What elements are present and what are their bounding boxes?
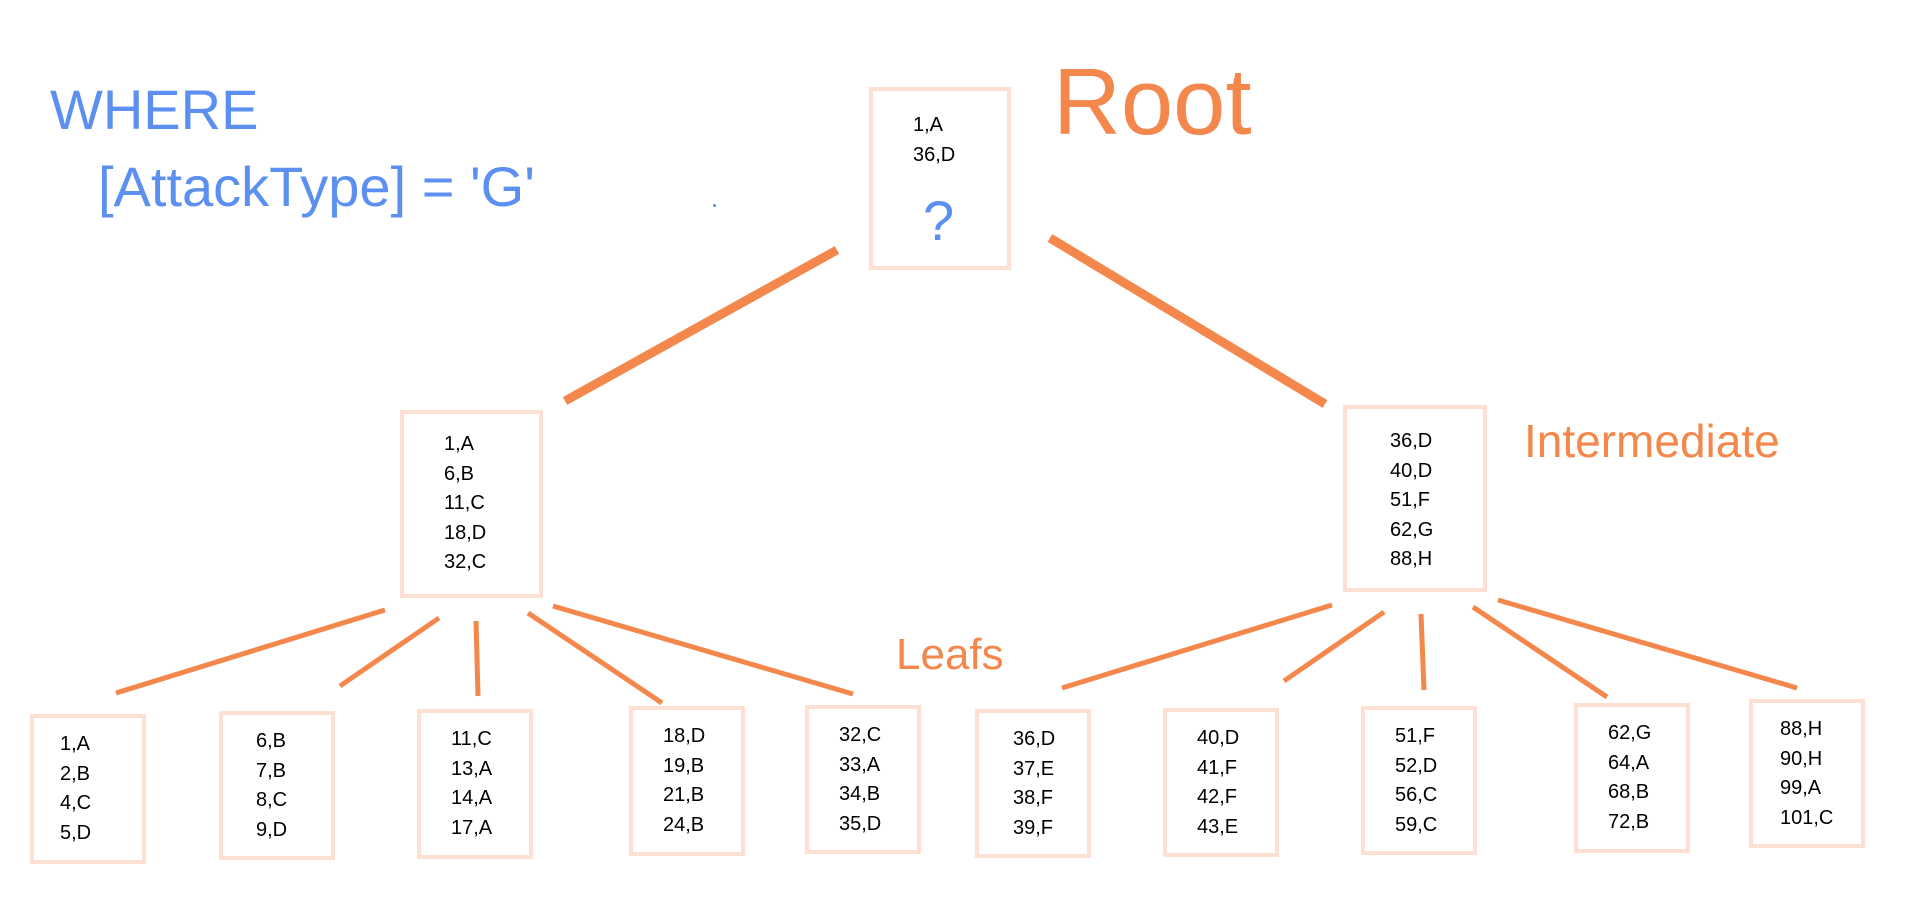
leaf-key: 24,B	[663, 813, 705, 836]
intermediate-key: 88,H	[1390, 548, 1433, 570]
leaf-key: 13,A	[451, 757, 493, 780]
intermediate-node-keys: 36,D 40,D 51,F 62,G 88,H	[1390, 427, 1433, 575]
leaf-node-keys: 40,D 41,F 42,F 43,E	[1197, 724, 1239, 842]
leaf-node-keys: 11,C 13,A 14,A 17,A	[451, 725, 492, 843]
leaf-key: 33,A	[839, 753, 881, 776]
leaf-key: 32,C	[839, 724, 882, 746]
intermediate-key: 6,B	[444, 462, 475, 485]
leaf-key: 21,B	[663, 784, 705, 806]
intermediate-node-keys: 1,A 6,B 11,C 18,D 32,C	[444, 430, 486, 578]
leaf-key: 51,F	[1395, 725, 1436, 747]
leaf-key: 101,C	[1780, 806, 1834, 829]
edge-intermediate-right-to-leaf-8	[1418, 613, 1427, 691]
edge-intermediate-left-to-leaf-4	[526, 610, 664, 706]
leaf-node-3: 11,C 13,A 14,A 17,A	[417, 709, 533, 859]
leaf-key: 52,D	[1395, 754, 1438, 777]
leaf-key: 68,B	[1608, 781, 1650, 803]
leaf-key: 36,D	[1013, 728, 1056, 750]
leaf-key: 18,D	[663, 725, 706, 747]
leaf-key: 8,C	[256, 789, 288, 811]
root-node: 1,A 36,D ?	[869, 87, 1011, 270]
leaf-node-keys: 36,D 37,E 38,F 39,F	[1013, 725, 1055, 843]
root-node-keys: 1,A 36,D	[913, 111, 955, 170]
leaf-node-6: 36,D 37,E 38,F 39,F	[975, 709, 1091, 858]
leaf-key: 88,H	[1780, 718, 1823, 740]
leaf-key: 62,G	[1608, 722, 1652, 744]
intermediate-node-right: 36,D 40,D 51,F 62,G 88,H	[1343, 405, 1487, 592]
leaf-node-keys: 1,A 2,B 4,C 5,D	[60, 730, 91, 848]
leaf-key: 42,F	[1197, 786, 1238, 808]
edge-intermediate-right-to-leaf-7	[1282, 609, 1386, 684]
intermediate-label: Intermediate	[1524, 415, 1780, 467]
leaf-key: 64,A	[1608, 751, 1650, 774]
leaf-key: 35,D	[839, 812, 882, 835]
leaf-key: 41,F	[1197, 756, 1238, 779]
leaf-node-5: 32,C 33,A 34,B 35,D	[805, 705, 921, 854]
leaf-key: 56,C	[1395, 784, 1438, 806]
edge-intermediate-left-to-leaf-2	[338, 615, 441, 689]
leaf-key: 4,C	[60, 792, 92, 814]
edge-intermediate-right-to-leaf-10	[1497, 597, 1798, 691]
root-unknown-marker: ?	[923, 189, 955, 252]
leaf-key: 2,B	[60, 762, 91, 785]
intermediate-node-left: 1,A 6,B 11,C 18,D 32,C	[400, 410, 543, 598]
leaf-key: 40,D	[1197, 727, 1240, 749]
leaf-key: 7,B	[256, 759, 287, 782]
stray-dot	[713, 204, 716, 207]
leaf-key: 43,E	[1197, 815, 1239, 838]
leaf-node-1: 1,A 2,B 4,C 5,D	[30, 714, 146, 864]
edge-intermediate-right-to-leaf-9	[1471, 604, 1609, 700]
intermediate-key: 18,D	[444, 521, 487, 544]
leaf-node-4: 18,D 19,B 21,B 24,B	[629, 706, 745, 856]
leaf-node-keys: 88,H 90,H 99,A 101,C	[1780, 715, 1833, 833]
edge-root-to-intermediate-left	[562, 246, 840, 405]
leaf-node-10: 88,H 90,H 99,A 101,C	[1749, 699, 1865, 848]
leaf-key: 9,D	[256, 818, 288, 841]
intermediate-key: 51,F	[1390, 489, 1431, 511]
root-label: Root	[1053, 49, 1252, 154]
leaf-key: 39,F	[1013, 816, 1054, 839]
edge-intermediate-right-to-leaf-6	[1061, 602, 1333, 691]
leaf-key: 5,D	[60, 821, 92, 844]
leaf-key: 1,A	[60, 733, 91, 755]
leaf-key: 34,B	[839, 783, 881, 805]
leaf-key: 72,B	[1608, 810, 1650, 833]
root-key: 36,D	[913, 143, 956, 166]
leaf-key: 99,A	[1780, 777, 1822, 799]
leaf-key: 6,B	[256, 730, 287, 752]
leaf-key: 38,F	[1013, 787, 1054, 809]
intermediate-key: 36,D	[1390, 430, 1433, 452]
leaf-key: 11,C	[451, 728, 492, 750]
leaf-node-keys: 32,C 33,A 34,B 35,D	[839, 721, 881, 839]
leaf-key: 37,E	[1013, 757, 1055, 780]
intermediate-key: 32,C	[444, 551, 487, 573]
leaf-node-keys: 51,F 52,D 56,C 59,C	[1395, 722, 1437, 840]
leaf-node-8: 51,F 52,D 56,C 59,C	[1361, 706, 1477, 855]
edge-intermediate-left-to-leaf-1	[115, 607, 386, 696]
intermediate-key: 11,C	[444, 492, 485, 514]
leaf-node-keys: 6,B 7,B 8,C 9,D	[256, 727, 287, 845]
leaf-key: 19,B	[663, 754, 705, 777]
leaf-node-keys: 62,G 64,A 68,B 72,B	[1608, 719, 1651, 837]
leafs-label: Leafs	[896, 630, 1004, 679]
root-key: 1,A	[913, 114, 944, 136]
edge-intermediate-left-to-leaf-5	[552, 603, 854, 697]
edge-root-to-intermediate-right	[1047, 234, 1328, 408]
leaf-node-2: 6,B 7,B 8,C 9,D	[219, 711, 335, 860]
leaf-node-9: 62,G 64,A 68,B 72,B	[1574, 703, 1690, 853]
query-where-keyword: WHERE	[50, 78, 259, 141]
intermediate-key: 1,A	[444, 433, 475, 455]
leaf-key: 17,A	[451, 816, 493, 839]
query-predicate: [AttackType] = 'G'	[98, 155, 535, 218]
leaf-key: 59,C	[1395, 813, 1438, 836]
edge-intermediate-left-to-leaf-3	[473, 620, 481, 697]
intermediate-key: 40,D	[1390, 459, 1433, 482]
leaf-node-7: 40,D 41,F 42,F 43,E	[1163, 708, 1279, 857]
leaf-key: 90,H	[1780, 747, 1823, 770]
intermediate-key: 62,G	[1390, 518, 1434, 541]
leaf-key: 14,A	[451, 787, 493, 809]
leaf-node-keys: 18,D 19,B 21,B 24,B	[663, 722, 705, 840]
